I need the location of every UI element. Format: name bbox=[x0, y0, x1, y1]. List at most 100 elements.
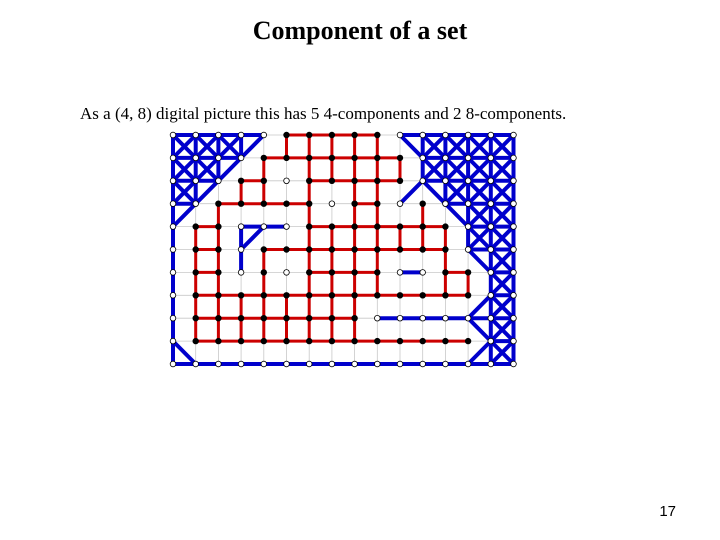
background-node bbox=[419, 131, 426, 139]
background-node bbox=[351, 360, 358, 368]
foreground-node bbox=[351, 337, 358, 345]
foreground-node bbox=[396, 292, 404, 299]
background-node bbox=[419, 154, 426, 162]
foreground-node bbox=[215, 223, 222, 230]
background-node bbox=[487, 223, 494, 230]
foreground-node bbox=[260, 292, 267, 299]
foreground-node bbox=[215, 337, 222, 345]
foreground-node bbox=[237, 337, 245, 345]
background-diagonal-edge bbox=[216, 133, 244, 160]
background-node bbox=[169, 315, 177, 322]
grid-nodes bbox=[169, 131, 517, 368]
foreground-node bbox=[396, 177, 404, 184]
background-node bbox=[442, 360, 449, 368]
foreground-node bbox=[442, 292, 449, 299]
foreground-node bbox=[283, 246, 290, 253]
background-node bbox=[169, 246, 177, 253]
foreground-node bbox=[260, 269, 267, 276]
background-node bbox=[487, 177, 494, 184]
background-node bbox=[510, 131, 517, 139]
foreground-node bbox=[396, 337, 404, 345]
background-diagonal-edge bbox=[420, 178, 448, 206]
background-node bbox=[283, 360, 290, 368]
foreground-node bbox=[192, 337, 199, 345]
background-diagonal-edge bbox=[398, 178, 425, 206]
background-node bbox=[169, 360, 177, 368]
background-diagonal-edge bbox=[443, 201, 471, 229]
foreground-node bbox=[419, 292, 426, 299]
foreground-node bbox=[464, 292, 472, 299]
background-node bbox=[169, 154, 177, 162]
background-node bbox=[464, 154, 472, 162]
foreground-node bbox=[306, 131, 313, 139]
background-node bbox=[464, 360, 472, 368]
background-node bbox=[215, 360, 222, 368]
background-diagonal-edge bbox=[398, 133, 425, 160]
background-diagonal-edge bbox=[488, 316, 516, 344]
foreground-node bbox=[306, 246, 313, 253]
foreground-node bbox=[328, 315, 336, 322]
foreground-node bbox=[374, 269, 381, 276]
background-node bbox=[487, 337, 494, 345]
foreground-node bbox=[396, 154, 404, 162]
background-node bbox=[419, 269, 426, 276]
foreground-node bbox=[306, 177, 313, 184]
foreground-node bbox=[328, 177, 336, 184]
background-node bbox=[283, 177, 290, 184]
background-node bbox=[510, 269, 517, 276]
foreground-node bbox=[328, 292, 336, 299]
background-node bbox=[328, 200, 336, 207]
foreground-node bbox=[215, 246, 222, 253]
background-node bbox=[237, 154, 245, 162]
background-node bbox=[464, 315, 472, 322]
foreground-node bbox=[442, 337, 449, 345]
background-diagonal-edge bbox=[466, 178, 493, 206]
background-diagonal-edge bbox=[488, 178, 516, 206]
foreground-node bbox=[374, 223, 381, 230]
background-node bbox=[396, 315, 404, 322]
background-diagonal-edge bbox=[466, 247, 493, 275]
background-node bbox=[192, 200, 199, 207]
background-diagonal-edge bbox=[443, 133, 471, 160]
foreground-node bbox=[351, 269, 358, 276]
foreground-node bbox=[192, 246, 199, 253]
background-diagonal-edge bbox=[488, 201, 516, 229]
background-node bbox=[374, 360, 381, 368]
background-diagonal-edge bbox=[488, 293, 516, 321]
background-diagonal-edge bbox=[420, 133, 448, 160]
page-number: 17 bbox=[659, 503, 676, 520]
foreground-node bbox=[328, 337, 336, 345]
background-node bbox=[374, 315, 381, 322]
foreground-node bbox=[260, 154, 267, 162]
foreground-node bbox=[351, 223, 358, 230]
background-node bbox=[396, 269, 404, 276]
background-diagonal-edge bbox=[466, 316, 493, 344]
foreground-node bbox=[328, 131, 336, 139]
background-node bbox=[510, 292, 517, 299]
background-node bbox=[464, 131, 472, 139]
background-node bbox=[260, 223, 267, 230]
foreground-node bbox=[464, 269, 472, 276]
background-node bbox=[169, 292, 177, 299]
background-diagonal-edge bbox=[466, 201, 493, 229]
foreground-node bbox=[351, 246, 358, 253]
foreground-node bbox=[419, 223, 426, 230]
background-node bbox=[169, 177, 177, 184]
foreground-node bbox=[328, 269, 336, 276]
foreground-node bbox=[419, 246, 426, 253]
foreground-node bbox=[464, 337, 472, 345]
foreground-node bbox=[283, 200, 290, 207]
background-diagonal-edge bbox=[443, 155, 471, 183]
foreground-node bbox=[215, 200, 222, 207]
background-node bbox=[169, 223, 177, 230]
foreground-node bbox=[374, 154, 381, 162]
background-node bbox=[510, 337, 517, 345]
background-node bbox=[215, 131, 222, 139]
foreground-node bbox=[351, 315, 358, 322]
background-diagonal-edge bbox=[466, 155, 493, 183]
foreground-node bbox=[237, 315, 245, 322]
background-diagonal-edge bbox=[193, 133, 221, 160]
foreground-node bbox=[328, 223, 336, 230]
background-node bbox=[237, 269, 245, 276]
